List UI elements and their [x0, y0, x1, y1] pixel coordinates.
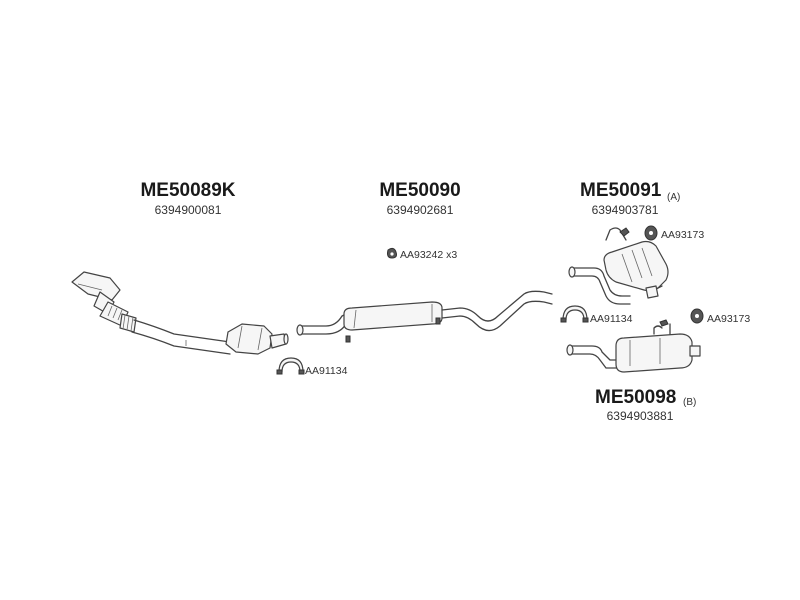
rear-silencer-a	[568, 227, 669, 305]
rubber-mount-icon	[387, 247, 397, 259]
accessory-label-aa93173-mid: AA93173	[707, 313, 750, 325]
accessory-label-aa93242: AA93242 x3	[400, 249, 457, 261]
group-me50090: ME50090 6394902681	[379, 180, 460, 217]
middle-silencer	[296, 290, 553, 343]
accessory-aa93173-mid: AA93173	[690, 308, 750, 325]
part-suffix-a: (A)	[667, 192, 680, 203]
group-me50091: ME50091 (A) 6394903781	[580, 180, 680, 217]
oem-number-me50098: 6394903881	[607, 409, 674, 423]
accessory-aa91134-left: AA91134	[276, 357, 348, 377]
pipe-clamp-icon	[276, 357, 305, 375]
pipe-clamp-icon	[560, 305, 589, 323]
rubber-mount-icon	[690, 308, 704, 324]
accessory-label-aa91134-right: AA91134	[590, 313, 633, 325]
part-code-me50089k: ME50089K	[140, 180, 235, 201]
oem-number-me50091: 6394903781	[592, 203, 659, 217]
oem-number-me50090: 6394902681	[387, 203, 454, 217]
part-code-me50090: ME50090	[379, 180, 460, 201]
accessory-label-aa91134-left: AA91134	[305, 365, 348, 377]
group-me50098: ME50098 (B) 6394903881	[595, 387, 696, 423]
accessory-aa91134-right: AA91134	[560, 305, 633, 325]
part-suffix-b: (B)	[683, 397, 696, 408]
rear-silencer-b	[566, 319, 701, 373]
front-pipe-catalytic-converter	[71, 271, 289, 355]
rubber-mount-icon	[644, 225, 658, 241]
accessory-label-aa93173-top: AA93173	[661, 229, 704, 241]
oem-number-me50089k: 6394900081	[155, 203, 222, 217]
part-code-me50091: ME50091	[580, 180, 662, 201]
accessory-aa93242: AA93242 x3	[387, 247, 457, 261]
group-me50089k: ME50089K 6394900081	[140, 180, 235, 217]
part-code-me50098: ME50098	[595, 387, 676, 408]
accessory-aa93173-top: AA93173	[644, 225, 704, 241]
